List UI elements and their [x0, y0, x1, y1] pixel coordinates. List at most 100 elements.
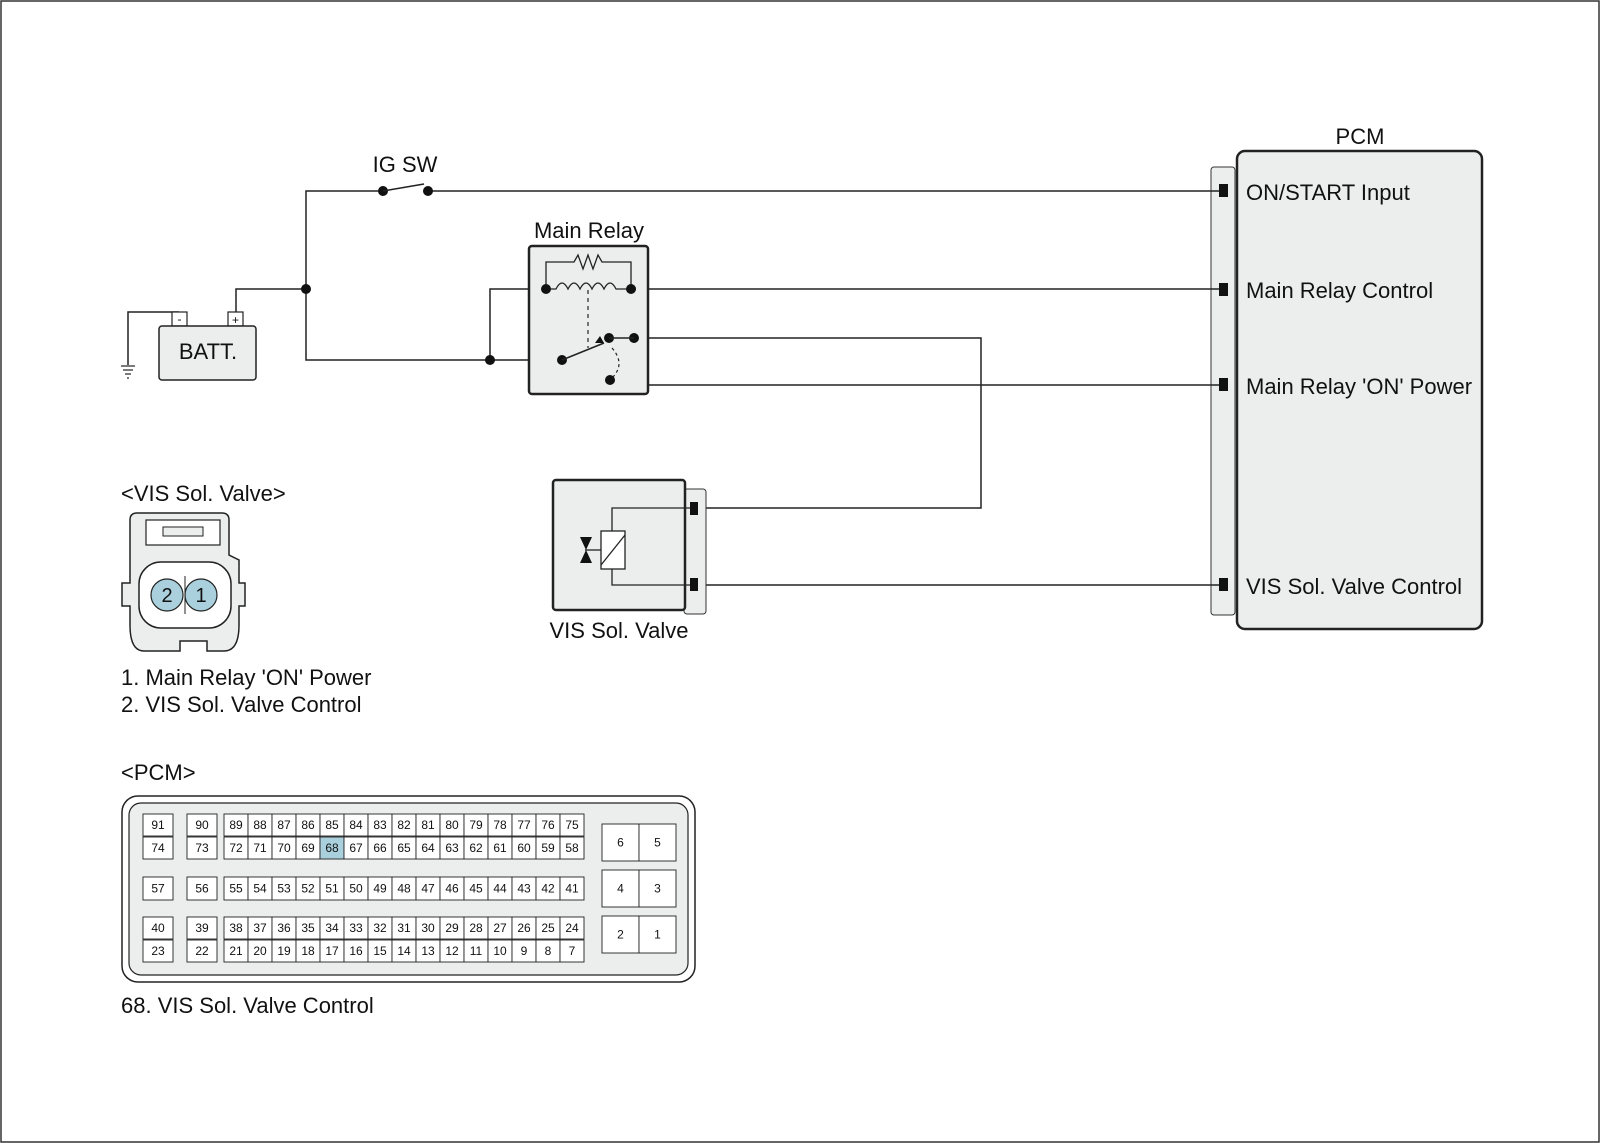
- pcm-pin-41: [559, 876, 585, 901]
- pcm-pin-label: 19: [277, 944, 291, 958]
- pcm-pin-label: 32: [373, 921, 387, 935]
- pcm-pin-2: [601, 915, 640, 954]
- pcm-terminal: [1219, 578, 1228, 591]
- pcm-pin-label: 29: [445, 921, 459, 935]
- pcm-pin-label: 64: [421, 841, 435, 855]
- vis-pin-1-label: 1: [195, 585, 206, 607]
- ig-switch: IG SW: [373, 152, 438, 196]
- pcm-pin-label: 18: [301, 944, 315, 958]
- pcm-pin-label: 8: [545, 944, 552, 958]
- pcm-label: PCM: [1336, 124, 1385, 149]
- pcm-pin-label: 11: [470, 944, 483, 958]
- pcm-pin-label: 16: [349, 944, 363, 958]
- pcm-pin-label: 69: [301, 841, 315, 855]
- pcm-pin-label: 58: [565, 841, 579, 855]
- pcm-pin-56: [186, 876, 218, 901]
- pcm-pin-label: 78: [493, 818, 507, 832]
- wires: [127, 190, 1219, 586]
- pcm-input-on-start: ON/START Input: [1246, 180, 1410, 205]
- pcm-pin-label: 83: [373, 818, 387, 832]
- pcm-pin-label: 70: [277, 841, 291, 855]
- pcm-pin-label: 30: [421, 921, 435, 935]
- pcm-pin-label: 85: [325, 818, 339, 832]
- pcm-terminal: [1219, 283, 1228, 296]
- battery-body: [158, 325, 257, 381]
- pcm-pin-90: [186, 813, 218, 837]
- relay-terminal: [541, 284, 551, 294]
- battery: - + BATT.: [158, 311, 257, 381]
- relay-travel-arc: [611, 347, 620, 379]
- pcm-pin-91: [142, 813, 174, 837]
- pcm-box: [1235, 149, 1484, 631]
- pcm-pin-label: 80: [445, 818, 459, 832]
- pcm-pin-label: 26: [517, 921, 531, 935]
- ground-icon: [121, 365, 135, 379]
- pcm-pin-label: 39: [195, 921, 209, 935]
- pcm-pin-label: 45: [469, 882, 483, 896]
- pcm-terminal: [1219, 378, 1228, 391]
- pcm-pin-label: 4: [617, 882, 624, 896]
- pcm-pin-label: 41: [565, 882, 579, 896]
- pcm-connector-title: <PCM>: [121, 760, 196, 785]
- vis-pin-2: [150, 578, 184, 612]
- pcm-pin-24: [559, 916, 585, 940]
- pcm-terminal: [1219, 184, 1228, 197]
- pcm-pin-label: 7: [569, 944, 576, 958]
- main-relay-box: [527, 244, 650, 396]
- pcm-pin-label: 36: [277, 921, 291, 935]
- pcm-pin-label: 63: [445, 841, 459, 855]
- vis-legend-2: 2. VIS Sol. Valve Control: [121, 692, 362, 717]
- pcm-pin-label: 49: [373, 882, 387, 896]
- junction-dot: [485, 355, 495, 365]
- pcm-pin-label: 61: [493, 841, 507, 855]
- pcm-pin-label: 34: [325, 921, 339, 935]
- pcm-pin-label: 46: [445, 882, 459, 896]
- pcm-pin-label: 21: [229, 944, 243, 958]
- relay-terminal: [626, 284, 636, 294]
- pcm-pin-label: 17: [325, 944, 339, 958]
- pcm-pin-label: 67: [349, 841, 363, 855]
- pcm-pin-label: 44: [493, 882, 507, 896]
- pcm-pin-57: [142, 876, 174, 901]
- vis-pin-1: [184, 578, 218, 612]
- coil-feed-wire: [489, 288, 546, 360]
- pcm-pin-label: 6: [617, 836, 624, 850]
- pcm-pin-label: 1: [654, 928, 661, 942]
- pcm-pin-label: 43: [517, 882, 531, 896]
- ig-sw-feed-wire: [305, 190, 383, 289]
- ig-sw-blade: [382, 183, 425, 192]
- pcm-pin-label: 73: [195, 841, 209, 855]
- ig-sw-label: IG SW: [373, 152, 438, 177]
- ground-wire: [127, 311, 179, 365]
- pcm-pin-label: 68: [325, 841, 339, 855]
- main-relay-label: Main Relay: [534, 218, 644, 243]
- pcm-pin-6: [601, 823, 640, 862]
- pcm-pin-label: 33: [349, 921, 363, 935]
- pcm-pin-label: 5: [654, 836, 661, 850]
- pcm-pin-40: [142, 916, 174, 940]
- pcm-pin-7: [559, 939, 585, 963]
- pcm-pin-label: 23: [151, 944, 165, 958]
- pcm-pin-label: 50: [349, 882, 363, 896]
- pcm-module: PCM ON/START Input Main Relay Control Ma…: [1210, 124, 1484, 631]
- pcm-pin-22: [186, 939, 218, 963]
- pcm-pin-label: 62: [469, 841, 483, 855]
- pcm-pin-label: 15: [373, 944, 387, 958]
- pcm-pin-label: 38: [229, 921, 243, 935]
- pcm-pin-label: 79: [469, 818, 483, 832]
- pcm-pin-label: 53: [277, 882, 291, 896]
- pcm-pin-label: 56: [195, 882, 209, 896]
- pcm-pin-label: 3: [654, 882, 661, 896]
- pcm-pin-label: 10: [493, 944, 507, 958]
- pcm-pin-label: 42: [541, 882, 555, 896]
- pcm-pin-label: 28: [469, 921, 483, 935]
- pcm-input-vis-control: VIS Sol. Valve Control: [1246, 574, 1462, 599]
- pcm-pin-label: 22: [195, 944, 209, 958]
- vis-valve-label: VIS Sol. Valve: [550, 618, 689, 643]
- pcm-pin-label: 81: [421, 818, 435, 832]
- main-relay: Main Relay: [527, 218, 650, 396]
- pcm-pin-label: 77: [517, 818, 531, 832]
- pcm-pin-label: 66: [373, 841, 387, 855]
